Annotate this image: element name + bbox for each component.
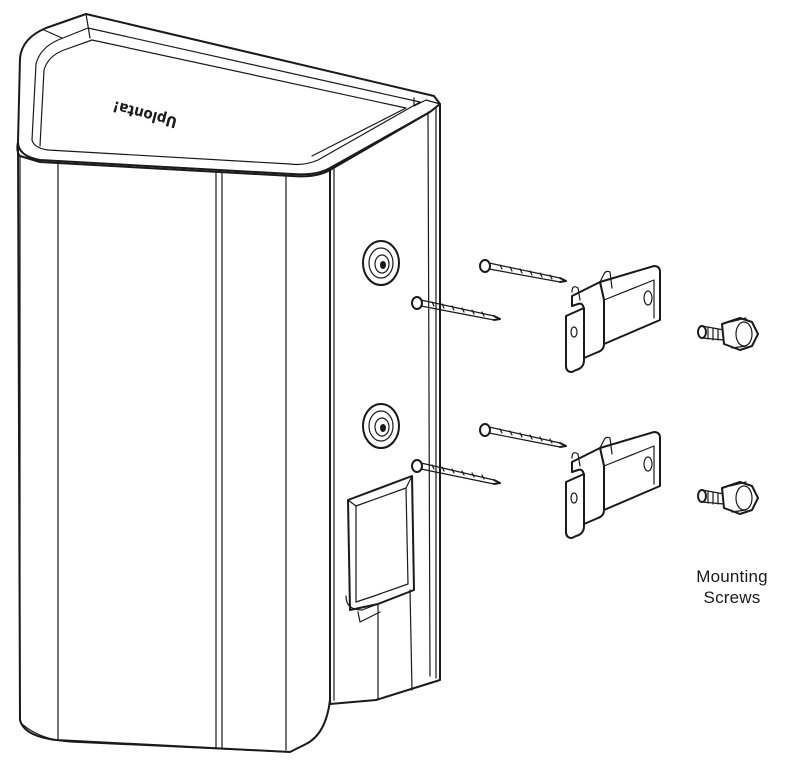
mounting-screw-upper — [697, 317, 759, 351]
cabinet-top-rim — [31, 27, 421, 166]
callout-line-2: Screws — [703, 588, 761, 607]
upper-insert-socket — [362, 240, 400, 286]
wood-screw-1 — [479, 259, 567, 283]
callout-line-1: Mounting — [696, 567, 768, 586]
wall-bracket-lower — [565, 431, 661, 539]
wall-bracket-upper — [565, 265, 661, 373]
mounting-screw-lower — [697, 481, 759, 515]
wood-screw-2 — [411, 296, 501, 321]
cabinet-front-face — [16, 141, 331, 753]
wood-screw-3 — [479, 423, 567, 448]
mounting-screws-callout: Mounting Screws — [672, 566, 792, 608]
wood-screw-4 — [411, 459, 501, 485]
speaker-cabinet — [16, 13, 441, 753]
lower-insert-socket — [362, 403, 400, 449]
rear-recess-cutout — [345, 475, 415, 701]
cabinet-top-face — [17, 13, 441, 176]
